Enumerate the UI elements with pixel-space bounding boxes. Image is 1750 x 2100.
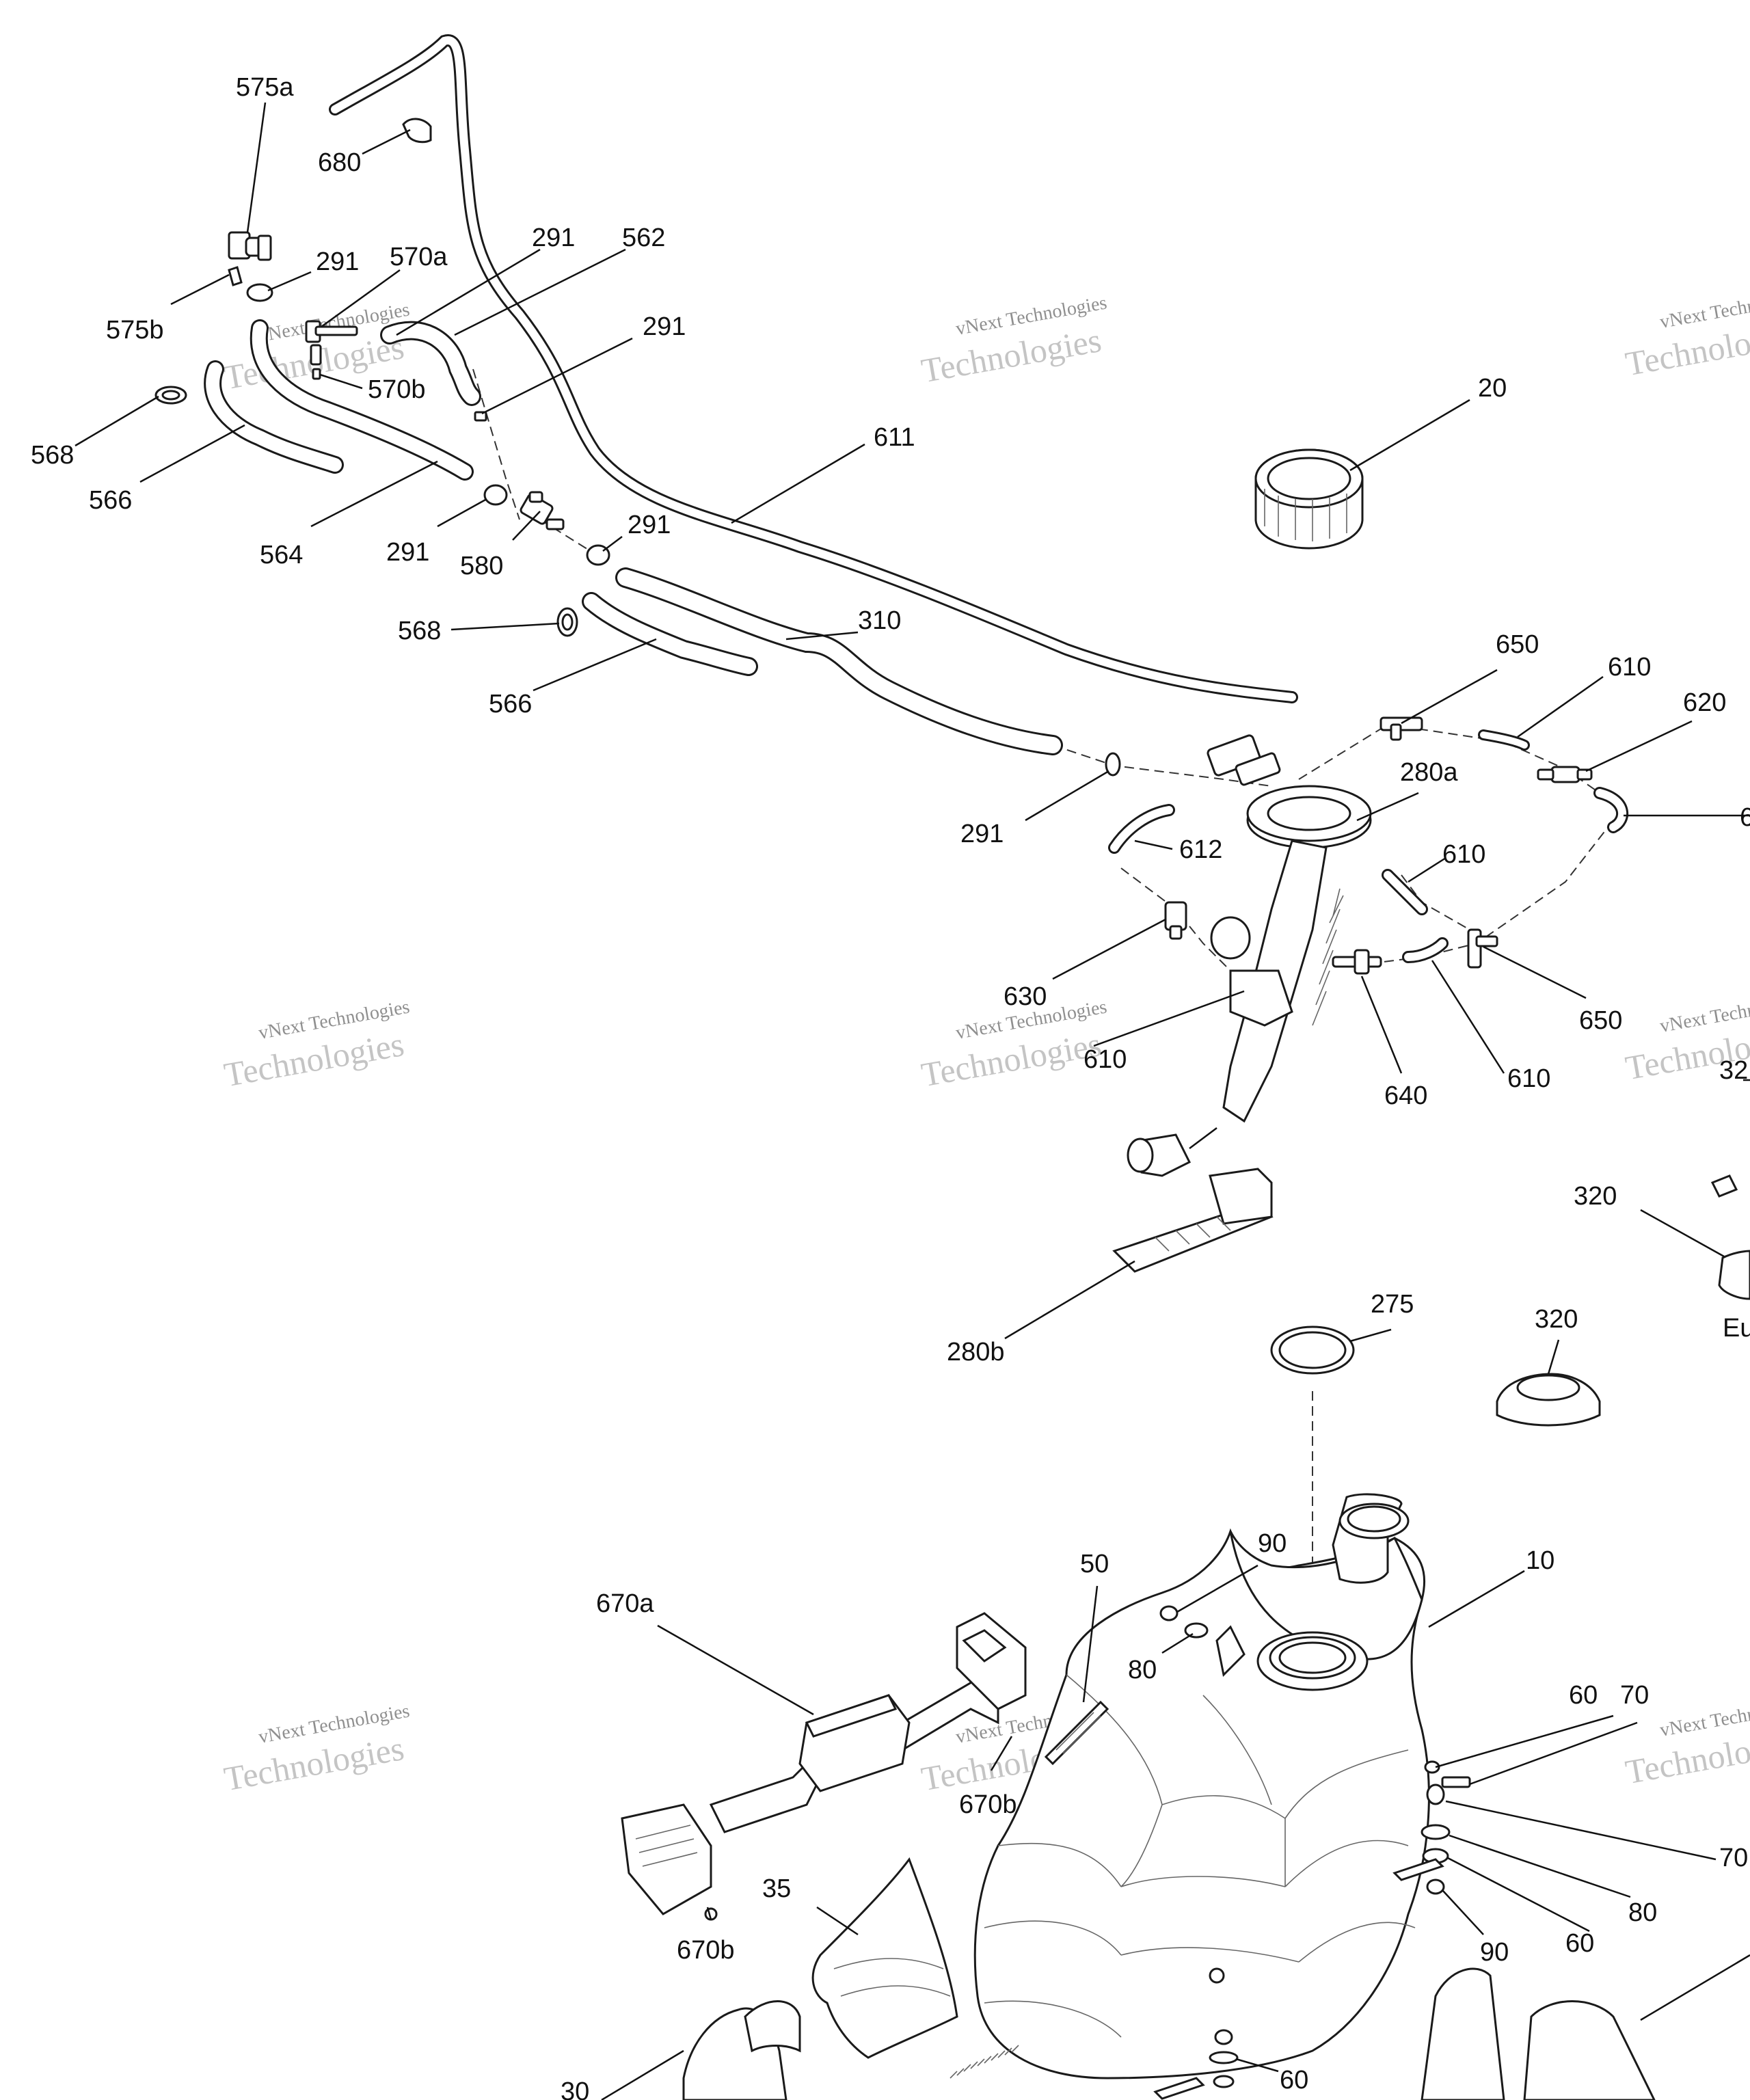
callout-eu: Eu (1723, 1314, 1750, 1343)
callout-630: 630 (1004, 982, 1047, 1011)
watermark-line2: Technologies (919, 1025, 1105, 1094)
callout-611: 611 (874, 423, 915, 452)
heat-shield-30 (682, 2000, 801, 2100)
callout-291: 291 (386, 538, 429, 567)
bracket-670a (621, 1612, 1027, 1921)
fuel-cap-320 (1496, 1373, 1601, 1427)
callout-570b: 570b (368, 375, 426, 404)
t-fitting-650-lower (1467, 928, 1498, 969)
callout-670b: 670b (959, 1790, 1017, 1819)
clamp-568-upper (154, 386, 187, 405)
callout-568: 568 (31, 441, 74, 470)
valve-570 (305, 320, 358, 380)
watermark-line2: Technologies (919, 321, 1105, 390)
callout-6: 6 (1740, 803, 1750, 832)
fuel-pump-280a (1127, 734, 1372, 1177)
hose-611 (329, 34, 1298, 703)
callout-320: 320 (1574, 1182, 1617, 1211)
clamp-291-upper (246, 283, 273, 302)
heat-shield-50 (1044, 1700, 1109, 1766)
callout-291: 291 (316, 247, 359, 276)
callout-680: 680 (318, 148, 361, 177)
watermark-line2: Technologies (221, 1025, 407, 1094)
t-fitting-650-upper (1379, 716, 1423, 741)
callout-20: 20 (1478, 374, 1507, 403)
clip-575b (228, 266, 243, 286)
callout-291: 291 (628, 511, 671, 539)
hardware (1153, 1605, 1471, 2100)
callout-610: 610 (1442, 840, 1485, 869)
callout-10: 10 (1526, 1546, 1554, 1575)
fittings (154, 118, 1593, 975)
bracket-670b (621, 1803, 712, 1915)
heat-shield-right (1421, 1967, 1656, 2100)
callout-291: 291 (532, 224, 575, 252)
callout-612: 612 (1179, 835, 1222, 864)
callout-291: 291 (643, 312, 686, 341)
callout-620: 620 (1683, 688, 1726, 717)
callout-570a: 570a (390, 243, 448, 271)
callout-562: 562 (622, 224, 665, 252)
callout-30: 30 (561, 2077, 589, 2100)
clamp-291-pump (1105, 752, 1121, 777)
callout-650: 650 (1496, 630, 1539, 659)
valve-630 (1164, 901, 1187, 940)
t-fitting-580 (520, 491, 565, 530)
callout-564: 564 (260, 541, 303, 569)
callout-80: 80 (1628, 1898, 1657, 1927)
callout-610: 610 (1507, 1064, 1550, 1093)
callout-35: 35 (762, 1874, 791, 1903)
fuel-cap-partial (1710, 1174, 1750, 1300)
spring (950, 2045, 1019, 2079)
callout-291: 291 (960, 820, 1004, 848)
callout-280a: 280a (1400, 758, 1458, 787)
callout-60: 60 (1569, 1681, 1598, 1710)
fitting-575a (228, 231, 272, 261)
callout-90: 90 (1258, 1529, 1287, 1558)
leader-lines (75, 102, 1750, 2100)
callout-70: 70 (1620, 1681, 1649, 1710)
clamp-291-mid (483, 484, 508, 506)
heat-shield-35 (811, 1857, 958, 2059)
valve-640 (1332, 949, 1382, 975)
callout-32: 32 (1719, 1056, 1748, 1085)
callout-320: 320 (1535, 1305, 1578, 1334)
callout-566: 566 (489, 690, 532, 718)
callout-566: 566 (89, 486, 132, 515)
callout-90: 90 (1480, 1938, 1509, 1967)
ring-nut-20 (1254, 448, 1364, 550)
callout-670a: 670a (596, 1589, 654, 1618)
clamp-568-lower (556, 607, 578, 637)
callout-575b: 575b (106, 316, 164, 345)
fuel-tank-10 (973, 1493, 1430, 2079)
callout-610: 610 (1083, 1045, 1127, 1074)
callout-80: 80 (1128, 1656, 1157, 1684)
callout-labels: 575a 680 291 570a 291 562 575b 291 570b … (31, 73, 1750, 2100)
watermarks: vNext Technologies Technologies vNext Te… (221, 285, 1750, 1798)
callout-280b: 280b (947, 1338, 1005, 1367)
callout-50: 50 (1080, 1550, 1109, 1578)
callout-650: 650 (1579, 1006, 1622, 1035)
callout-60: 60 (1565, 1929, 1594, 1958)
callout-610: 610 (1608, 653, 1651, 682)
spacer-291 (474, 411, 487, 422)
fuel-sender-280b (1112, 1168, 1274, 1273)
callout-70: 70 (1719, 1844, 1748, 1872)
callout-670b: 670b (677, 1936, 735, 1965)
callout-275: 275 (1371, 1290, 1414, 1319)
callout-310: 310 (858, 606, 901, 635)
callout-580: 580 (460, 552, 503, 580)
callout-575a: 575a (236, 73, 294, 102)
callout-60: 60 (1280, 2066, 1308, 2095)
callout-568: 568 (398, 617, 441, 645)
check-valve-620 (1537, 766, 1593, 783)
hoses (204, 34, 1629, 963)
watermark-line2: Technologies (221, 1729, 407, 1798)
callout-640: 640 (1384, 1081, 1427, 1110)
clip-680 (402, 118, 432, 144)
gasket-275 (1270, 1325, 1355, 1375)
